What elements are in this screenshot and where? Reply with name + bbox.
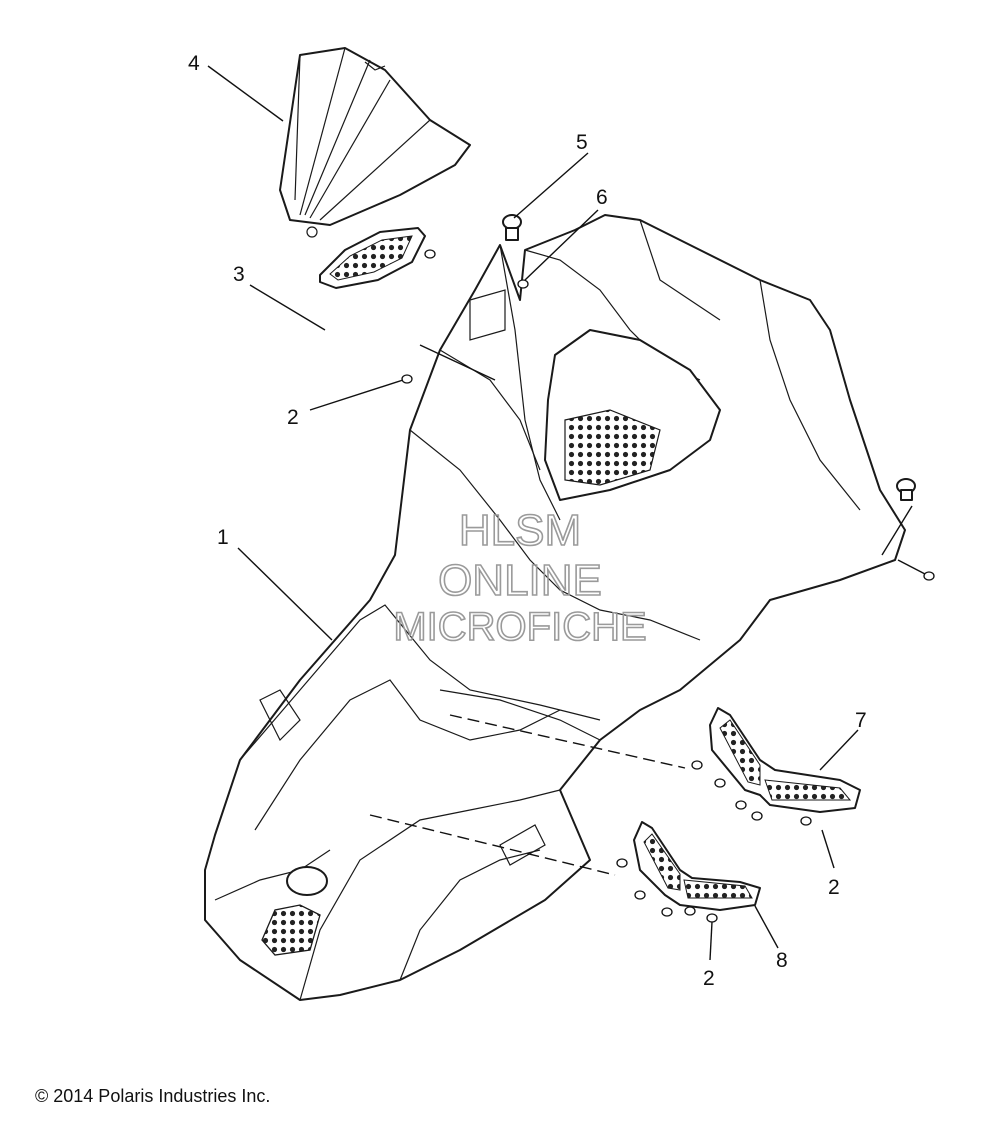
- callout-7: 7: [855, 709, 867, 732]
- side-vent-7: [691, 707, 861, 826]
- watermark-line1: HLSM: [459, 506, 581, 555]
- callout-4: 4: [188, 52, 200, 75]
- front-hole: [286, 866, 328, 896]
- side-vent-8: [616, 821, 761, 923]
- hood-body: [204, 214, 906, 1001]
- washer-3a: [424, 249, 436, 259]
- side-fastener: [896, 478, 935, 581]
- callout-6: 6: [596, 186, 608, 209]
- watermark: HLSM ONLINE MICROFICHE: [393, 505, 648, 650]
- callout-2a: 2: [287, 406, 299, 429]
- callout-1: 1: [217, 526, 229, 549]
- callout-3: 3: [233, 263, 245, 286]
- watermark-line3: MICROFICHE: [393, 605, 646, 649]
- windshield: [279, 47, 471, 238]
- vent-grille: [319, 227, 426, 289]
- leader-lines: [207, 65, 926, 961]
- callout-5: 5: [576, 131, 588, 154]
- front-grille-mesh: [261, 904, 321, 956]
- fastener-5: [502, 214, 522, 241]
- callout-2b: 2: [828, 876, 840, 899]
- intake-cavity: [544, 329, 721, 501]
- watermark-line2: ONLINE: [438, 556, 602, 605]
- washer-3b: [401, 374, 413, 384]
- washer-6: [517, 279, 529, 289]
- copyright-notice: © 2014 Polaris Industries Inc.: [35, 1086, 271, 1106]
- callouts: 4 5 6 3 2 1 7 2 8 2: [188, 52, 867, 990]
- callout-2c: 2: [703, 967, 715, 990]
- callout-8: 8: [776, 949, 788, 972]
